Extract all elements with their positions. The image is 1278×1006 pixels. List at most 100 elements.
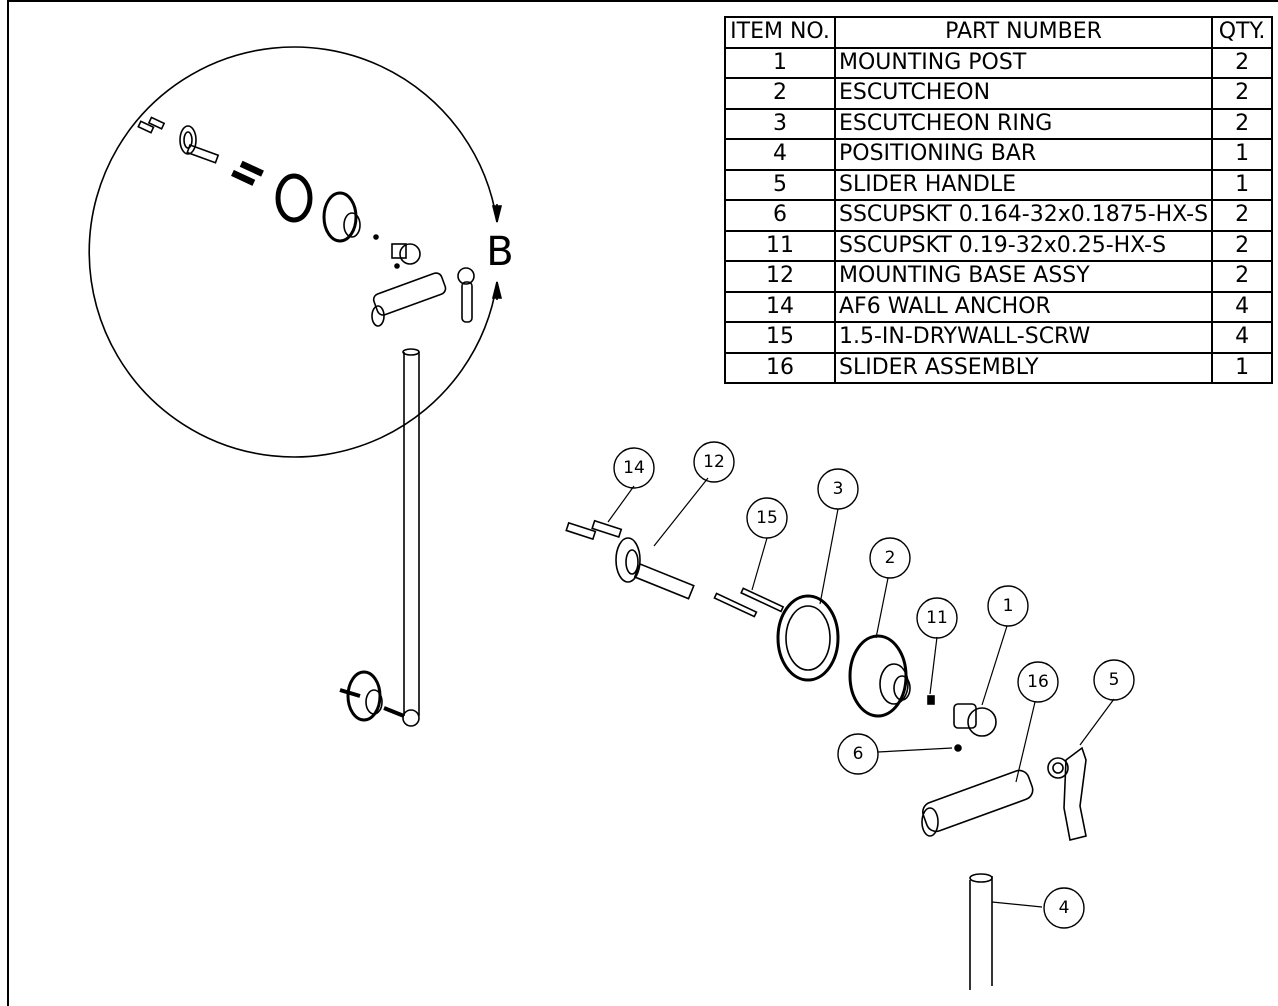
- detail-escutcheon-ring: [275, 173, 313, 223]
- bom-qty: 4: [1211, 321, 1274, 354]
- bom-part-number: SLIDER HANDLE: [833, 168, 1214, 201]
- detail-arrowhead-bottom: [491, 281, 503, 299]
- wall-mount-assembled: [339, 670, 405, 722]
- part-5-slider-handle: [1047, 746, 1087, 841]
- bom-qty: 2: [1211, 199, 1274, 232]
- detail-view-b: B: [88, 46, 514, 458]
- bom-qty: 2: [1211, 229, 1274, 262]
- bom-qty: 2: [1211, 77, 1274, 110]
- detail-slider-assembly: [371, 272, 447, 327]
- detail-slider-handle: [457, 267, 475, 323]
- detail-view-label: B: [486, 229, 513, 275]
- drawing-sheet-border: [7, 0, 1278, 1006]
- bom-item-no: 14: [724, 290, 836, 323]
- part-4-positioning-bar-section: [969, 873, 993, 990]
- bom-item-no: 5: [724, 168, 836, 201]
- part-14-wall-anchors: [565, 519, 623, 541]
- part-11-setscrew: [927, 695, 935, 705]
- balloon-15: 15: [746, 497, 788, 539]
- detail-setscrew: [373, 234, 379, 240]
- balloon-4-label: 4: [1059, 898, 1070, 918]
- bom-part-number: ESCUTCHEON RING: [833, 107, 1214, 140]
- detail-mounting-post: [391, 243, 421, 265]
- part-3-escutcheon-ring: [776, 594, 840, 682]
- bom-part-number: SSCUPSKT 0.164-32x0.1875-HX-S: [833, 199, 1214, 232]
- bom-qty: 2: [1211, 260, 1274, 293]
- balloon-5: 5: [1093, 659, 1135, 701]
- part-12-mounting-base: [615, 537, 695, 600]
- part-1-mounting-post: [953, 703, 997, 737]
- bom-item-no: 16: [724, 351, 836, 384]
- bom-part-number: POSITIONING BAR: [833, 138, 1214, 171]
- detail-mounting-base: [179, 125, 220, 164]
- balloon-1-label: 1: [1003, 596, 1014, 616]
- bom-qty: 2: [1211, 46, 1274, 79]
- bom-part-number: MOUNTING POST: [833, 46, 1214, 79]
- balloon-12-label: 12: [703, 452, 725, 472]
- detail-setscrew-2: [394, 263, 400, 269]
- detail-circle: [88, 46, 498, 458]
- part-6-setscrew: [954, 744, 962, 752]
- balloon-2: 2: [869, 537, 911, 579]
- bom-item-no: 3: [724, 107, 836, 140]
- balloon-11: 11: [916, 597, 958, 639]
- bom-qty: 1: [1211, 168, 1274, 201]
- bom-header-qty: QTY.: [1211, 16, 1274, 49]
- bom-qty: 1: [1211, 138, 1274, 171]
- bom-header-row: ITEM NO. PART NUMBER QTY.: [724, 16, 1274, 49]
- balloon-12: 12: [693, 441, 735, 483]
- balloon-3-label: 3: [833, 479, 844, 499]
- balloon-3: 3: [817, 468, 859, 510]
- bom-part-number: MOUNTING BASE ASSY: [833, 260, 1214, 293]
- bom-item-no: 11: [724, 229, 836, 262]
- balloon-15-label: 15: [756, 508, 778, 528]
- balloon-6: 6: [837, 733, 879, 775]
- balloon-16: 16: [1017, 661, 1059, 703]
- bom-part-number: SSCUPSKT 0.19-32x0.25-HX-S: [833, 229, 1214, 262]
- bom-qty: 2: [1211, 107, 1274, 140]
- leader-lines: [607, 477, 1115, 908]
- bom-qty: 4: [1211, 290, 1274, 323]
- balloon-16-label: 16: [1027, 672, 1049, 692]
- balloons: 14 12 3 15 2 11 1 16 5 6 4: [613, 441, 1135, 929]
- balloon-4: 4: [1043, 887, 1085, 929]
- bom-item-no: 4: [724, 138, 836, 171]
- detail-anchors: [137, 116, 166, 134]
- bom-item-no: 6: [724, 199, 836, 232]
- bom-item-no: 2: [724, 77, 836, 110]
- positioning-bar-assembled: [402, 348, 420, 727]
- balloon-14: 14: [613, 447, 655, 489]
- balloon-11-label: 11: [926, 608, 948, 628]
- part-15-drywall-screws: [713, 587, 785, 618]
- bom-part-number: 1.5-IN-DRYWALL-SCRW: [833, 321, 1214, 354]
- part-2-escutcheon: [848, 634, 911, 718]
- bom-part-number: SLIDER ASSEMBLY: [833, 351, 1214, 384]
- bom-part-number: ESCUTCHEON: [833, 77, 1214, 110]
- detail-screws: [231, 160, 264, 186]
- bom-part-number: AF6 WALL ANCHOR: [833, 290, 1214, 323]
- bom-item-no: 15: [724, 321, 836, 354]
- bom-header-part-number: PART NUMBER: [833, 16, 1214, 49]
- bom-header-item-no: ITEM NO.: [724, 16, 836, 49]
- detail-arrowhead-top: [491, 205, 503, 223]
- detail-escutcheon: [322, 191, 361, 243]
- balloon-2-label: 2: [885, 548, 896, 568]
- bom-item-no: 1: [724, 46, 836, 79]
- balloon-14-label: 14: [623, 458, 645, 478]
- part-16-slider-assembly: [921, 769, 1034, 837]
- balloon-6-label: 6: [853, 744, 864, 764]
- balloon-1: 1: [987, 585, 1029, 627]
